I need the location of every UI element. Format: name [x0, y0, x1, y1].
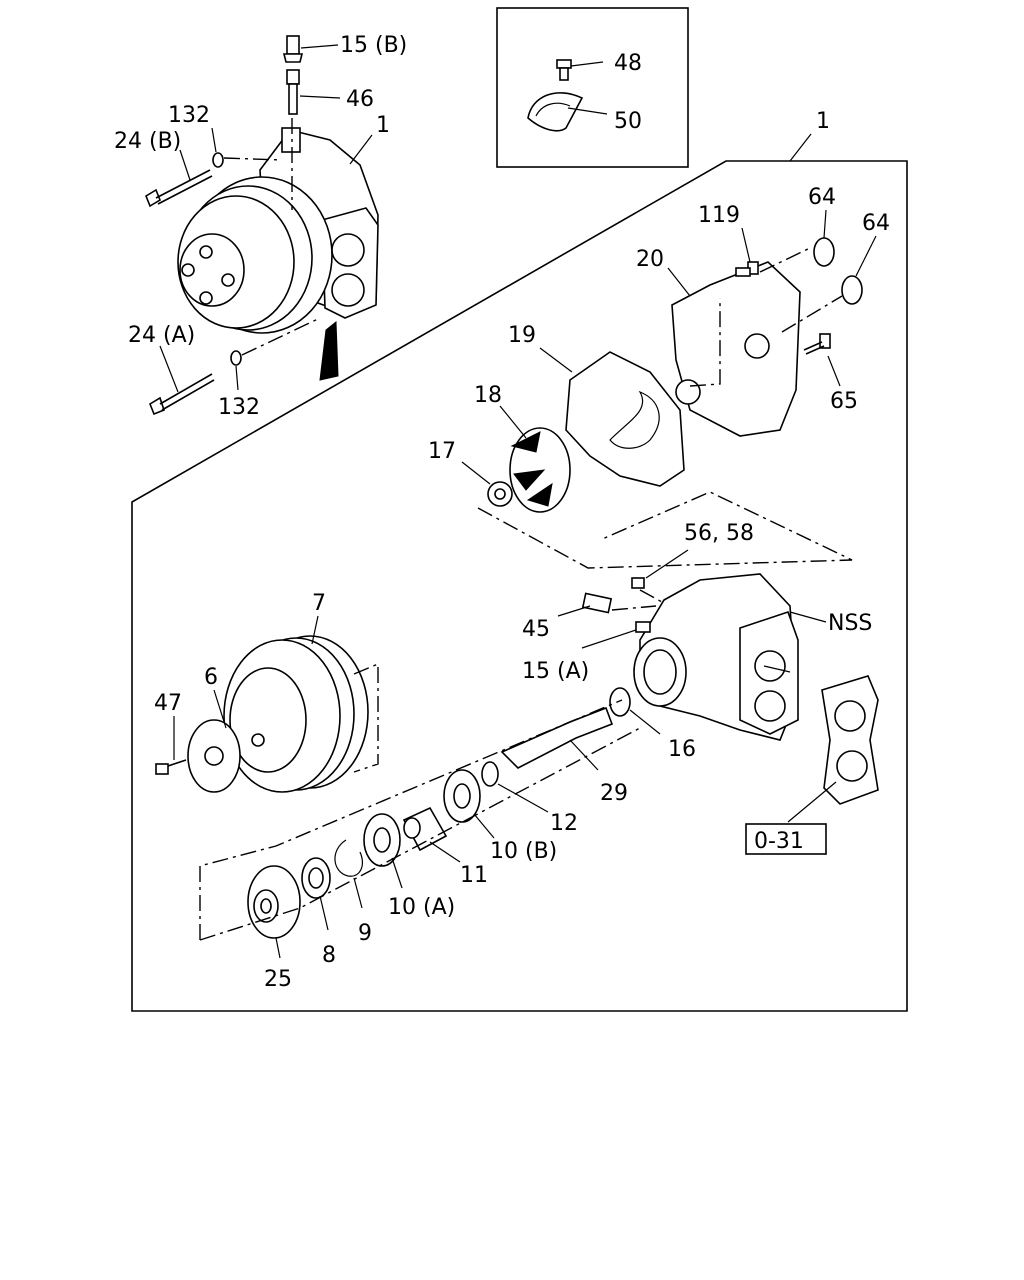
plug-56-58	[631, 549, 689, 603]
label-119: 119	[698, 203, 740, 228]
label-1-top: 1	[376, 113, 390, 138]
hub-25	[247, 865, 301, 959]
ref-box-0-31	[745, 823, 827, 855]
label-19: 19	[508, 323, 536, 348]
seal-17	[461, 461, 513, 507]
label-64-a: 64	[808, 185, 836, 210]
label-11: 11	[460, 863, 488, 888]
label-20: 20	[636, 247, 664, 272]
pulley-7	[223, 615, 379, 793]
o-ring-64-b	[781, 235, 877, 333]
group-bracket-lower	[199, 699, 623, 940]
label-0-31: 0-31	[754, 829, 804, 854]
bearing-10a	[363, 813, 403, 889]
label-12: 12	[550, 811, 578, 836]
label-8: 8	[322, 943, 336, 968]
spacer-11	[402, 806, 461, 863]
o-ring-64-a	[813, 209, 835, 267]
label-nss: NSS	[828, 611, 872, 636]
label-65: 65	[830, 389, 858, 414]
label-9: 9	[358, 921, 372, 946]
washer-132-top	[211, 127, 283, 168]
bolt-65	[803, 333, 841, 387]
label-6: 6	[204, 665, 218, 690]
label-48: 48	[614, 51, 642, 76]
plug-15a	[581, 621, 651, 649]
bolt-48	[556, 59, 604, 81]
seal-8	[301, 857, 331, 931]
label-47: 47	[154, 691, 182, 716]
label-56-58: 56, 58	[684, 521, 754, 546]
label-64-b: 64	[862, 211, 890, 236]
label-17: 17	[428, 439, 456, 464]
bearing-16	[609, 687, 661, 735]
assembly-boundary	[131, 160, 908, 1012]
group-bracket-lower-b	[199, 727, 641, 941]
snap-ring-9	[334, 839, 363, 909]
label-24b: 24 (B)	[114, 129, 181, 154]
clip-50	[527, 92, 608, 132]
label-10a: 10 (A)	[388, 895, 455, 920]
label-132-bottom: 132	[218, 395, 260, 420]
pump-body	[633, 573, 827, 741]
label-15b: 15 (B)	[340, 33, 407, 58]
inset-box-48-50	[496, 7, 689, 168]
label-15a: 15 (A)	[522, 659, 589, 684]
pump-assembly-top	[177, 127, 379, 334]
label-46: 46	[346, 87, 374, 112]
flange-6	[187, 689, 241, 793]
label-7: 7	[312, 591, 326, 616]
bolt-24a	[149, 345, 215, 416]
label-18: 18	[474, 383, 502, 408]
label-25: 25	[264, 967, 292, 992]
bearing-10b	[443, 769, 495, 839]
bolt-47	[155, 716, 187, 775]
spacer-46	[286, 69, 341, 115]
ring-12	[481, 761, 549, 813]
cover-plate-20	[667, 261, 801, 437]
label-132-top: 132	[168, 103, 210, 128]
shaft-29	[500, 706, 614, 771]
label-29: 29	[600, 781, 628, 806]
gasket-19	[539, 347, 685, 487]
stud-15b	[282, 35, 339, 63]
bolt-119	[735, 227, 811, 277]
arrow-pointer	[319, 320, 339, 381]
label-45: 45	[522, 617, 550, 642]
label-10b: 10 (B)	[490, 839, 557, 864]
washer-132-bottom	[230, 317, 321, 391]
label-1-box: 1	[816, 109, 830, 134]
label-24a: 24 (A)	[128, 323, 195, 348]
pipe-45	[557, 592, 657, 617]
label-16: 16	[668, 737, 696, 762]
impeller-18	[499, 405, 571, 513]
gasket-0-31	[787, 675, 879, 823]
group-bracket-upper	[477, 491, 853, 569]
label-50: 50	[614, 109, 642, 134]
bolt-24b	[145, 149, 213, 208]
